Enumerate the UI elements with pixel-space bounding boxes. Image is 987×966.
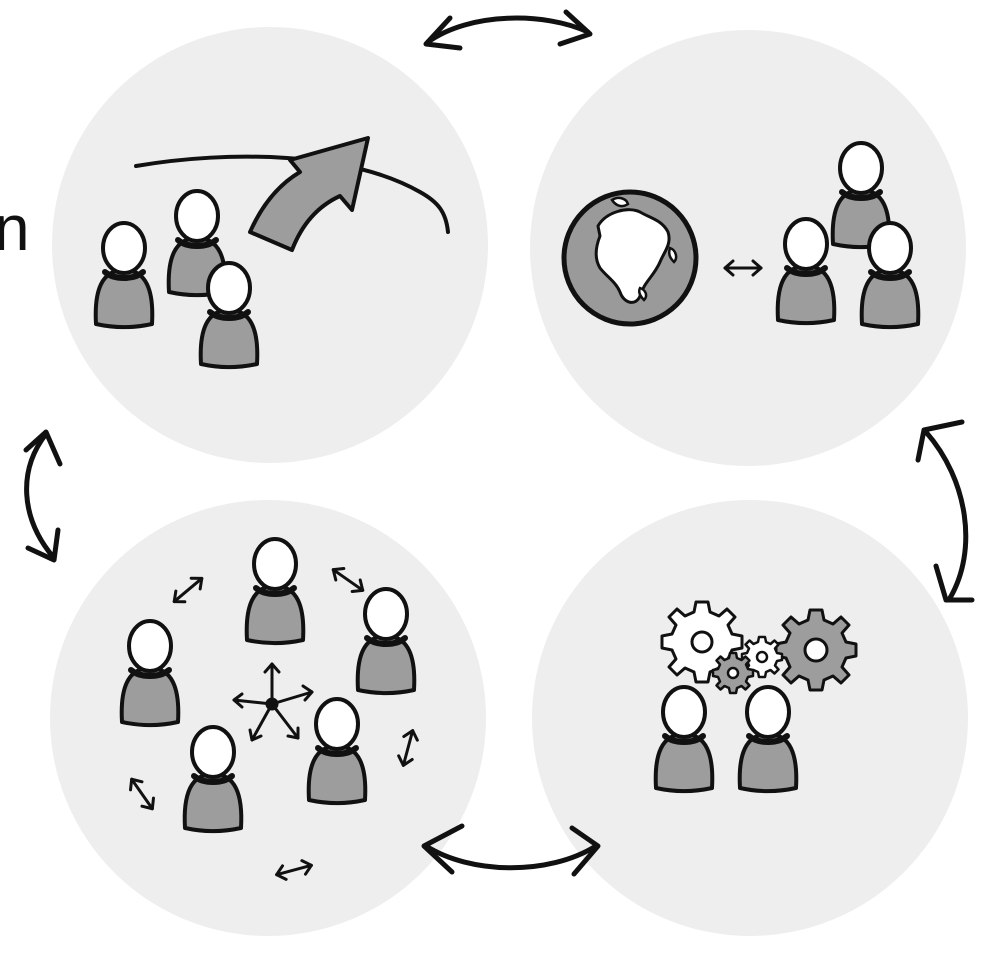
- globe-icon: [561, 189, 699, 327]
- person-icon: [96, 223, 153, 327]
- star-arrows-icon: [232, 662, 314, 742]
- panel-world-connection: [530, 30, 966, 466]
- bottom-arrow-icon: [421, 823, 601, 877]
- person-icon: [122, 621, 179, 725]
- person-icon: [185, 727, 242, 831]
- person-icon: [862, 223, 919, 327]
- person-icon: [247, 539, 304, 643]
- right-arrow-icon: [915, 419, 975, 603]
- person-icon: [201, 263, 258, 367]
- gear-icon: [740, 635, 784, 679]
- gear-icon: [774, 608, 858, 692]
- person-icon: [656, 687, 713, 791]
- person-icon: [740, 687, 797, 791]
- person-icon: [778, 219, 835, 323]
- rising-arrow-icon: [248, 136, 370, 252]
- horizon-line-icon: [134, 154, 450, 234]
- gear-icon: [711, 651, 755, 695]
- person-icon: [309, 699, 366, 803]
- left-arrow-icon: [23, 429, 63, 563]
- cropped-letter: n: [0, 192, 30, 264]
- person-icon: [358, 589, 415, 693]
- panel-group-growth: [52, 27, 488, 463]
- top-arrow-icon: [423, 9, 593, 51]
